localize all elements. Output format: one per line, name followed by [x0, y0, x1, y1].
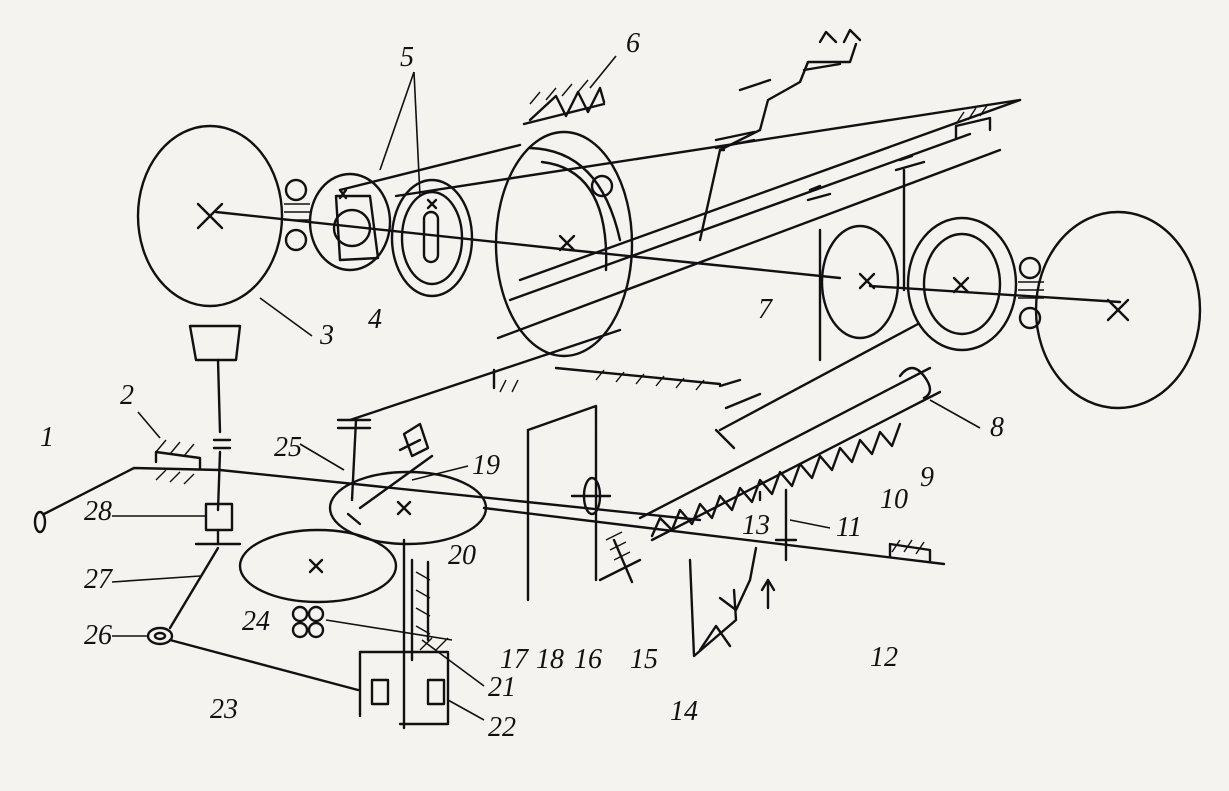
- label-28: 28: [84, 496, 112, 527]
- gear-24: [238, 528, 398, 604]
- leader-lines: [111, 55, 981, 721]
- label-3: 3: [319, 320, 334, 351]
- right-drum: [1034, 210, 1202, 410]
- diag-shaft-b: [508, 132, 972, 302]
- shaft-21-22: [402, 538, 431, 730]
- handle-1: [33, 466, 222, 534]
- bearing-12: [888, 539, 932, 564]
- central-disc-supports: [492, 366, 762, 410]
- part-11-13: [758, 488, 798, 562]
- rack-conveyor: [638, 322, 942, 542]
- label-8: 8: [990, 412, 1004, 443]
- right-gear-ring: [906, 216, 1018, 352]
- shaft-7: [568, 248, 842, 280]
- label-10: 10: [880, 484, 908, 515]
- label-22: 22: [488, 712, 516, 743]
- label-11: 11: [836, 512, 862, 543]
- shaft-to-disc: [338, 143, 522, 192]
- label-16: 16: [574, 644, 602, 675]
- right-gear-small: [820, 224, 900, 340]
- label-27: 27: [84, 564, 113, 595]
- left-drum: [136, 124, 284, 308]
- shaft-upper-link: [394, 98, 1022, 198]
- label-26: 26: [84, 620, 112, 651]
- diag-shaft-d: [348, 328, 622, 422]
- label-25: 25: [274, 432, 302, 463]
- label-12: 12: [870, 642, 898, 673]
- shaft-12: [482, 506, 946, 566]
- diag-shaft-a: [518, 98, 1022, 282]
- frame-16-17-18: [526, 404, 642, 602]
- label-13: 13: [742, 510, 770, 541]
- left-rollers: [284, 178, 310, 252]
- bracket-14-15: [688, 546, 776, 658]
- label-4: 4: [368, 304, 382, 335]
- central-cam-disc: [494, 130, 634, 358]
- bearings-21: [291, 605, 453, 641]
- label-5: 5: [400, 42, 414, 73]
- label-6: 6: [626, 28, 640, 59]
- right-rollers: [1018, 256, 1044, 330]
- spring-6: [522, 79, 606, 126]
- label-9: 9: [920, 462, 934, 493]
- shaft-left-main: [218, 468, 702, 522]
- housing-22: [358, 637, 450, 726]
- label-19: 19: [472, 450, 500, 481]
- label-21: 21: [488, 672, 516, 703]
- label-14: 14: [670, 696, 698, 727]
- diag-shaft-c: [496, 148, 1002, 340]
- label-23: 23: [210, 694, 238, 725]
- label-7: 7: [758, 294, 773, 325]
- label-20: 20: [448, 540, 476, 571]
- bearing-2: [154, 439, 202, 485]
- label-18: 18: [536, 644, 564, 675]
- label-1: 1: [40, 422, 54, 453]
- upper-step-gears: [698, 28, 862, 242]
- label-2: 2: [120, 380, 134, 411]
- shaft-25: [336, 418, 372, 502]
- label-15: 15: [630, 644, 658, 675]
- upper-right-bearings: [806, 103, 992, 362]
- label-17: 17: [500, 644, 529, 675]
- part-labels: 1 2 3 4 5 6 7 8 9 10 11 12 13 14 15 16 1…: [40, 28, 1004, 743]
- vertical-shaft-28: [188, 324, 242, 546]
- left-main-shaft: [214, 210, 572, 252]
- lever-19: [346, 422, 434, 526]
- label-24: 24: [242, 606, 270, 637]
- right-gear-shaft: [868, 284, 1122, 304]
